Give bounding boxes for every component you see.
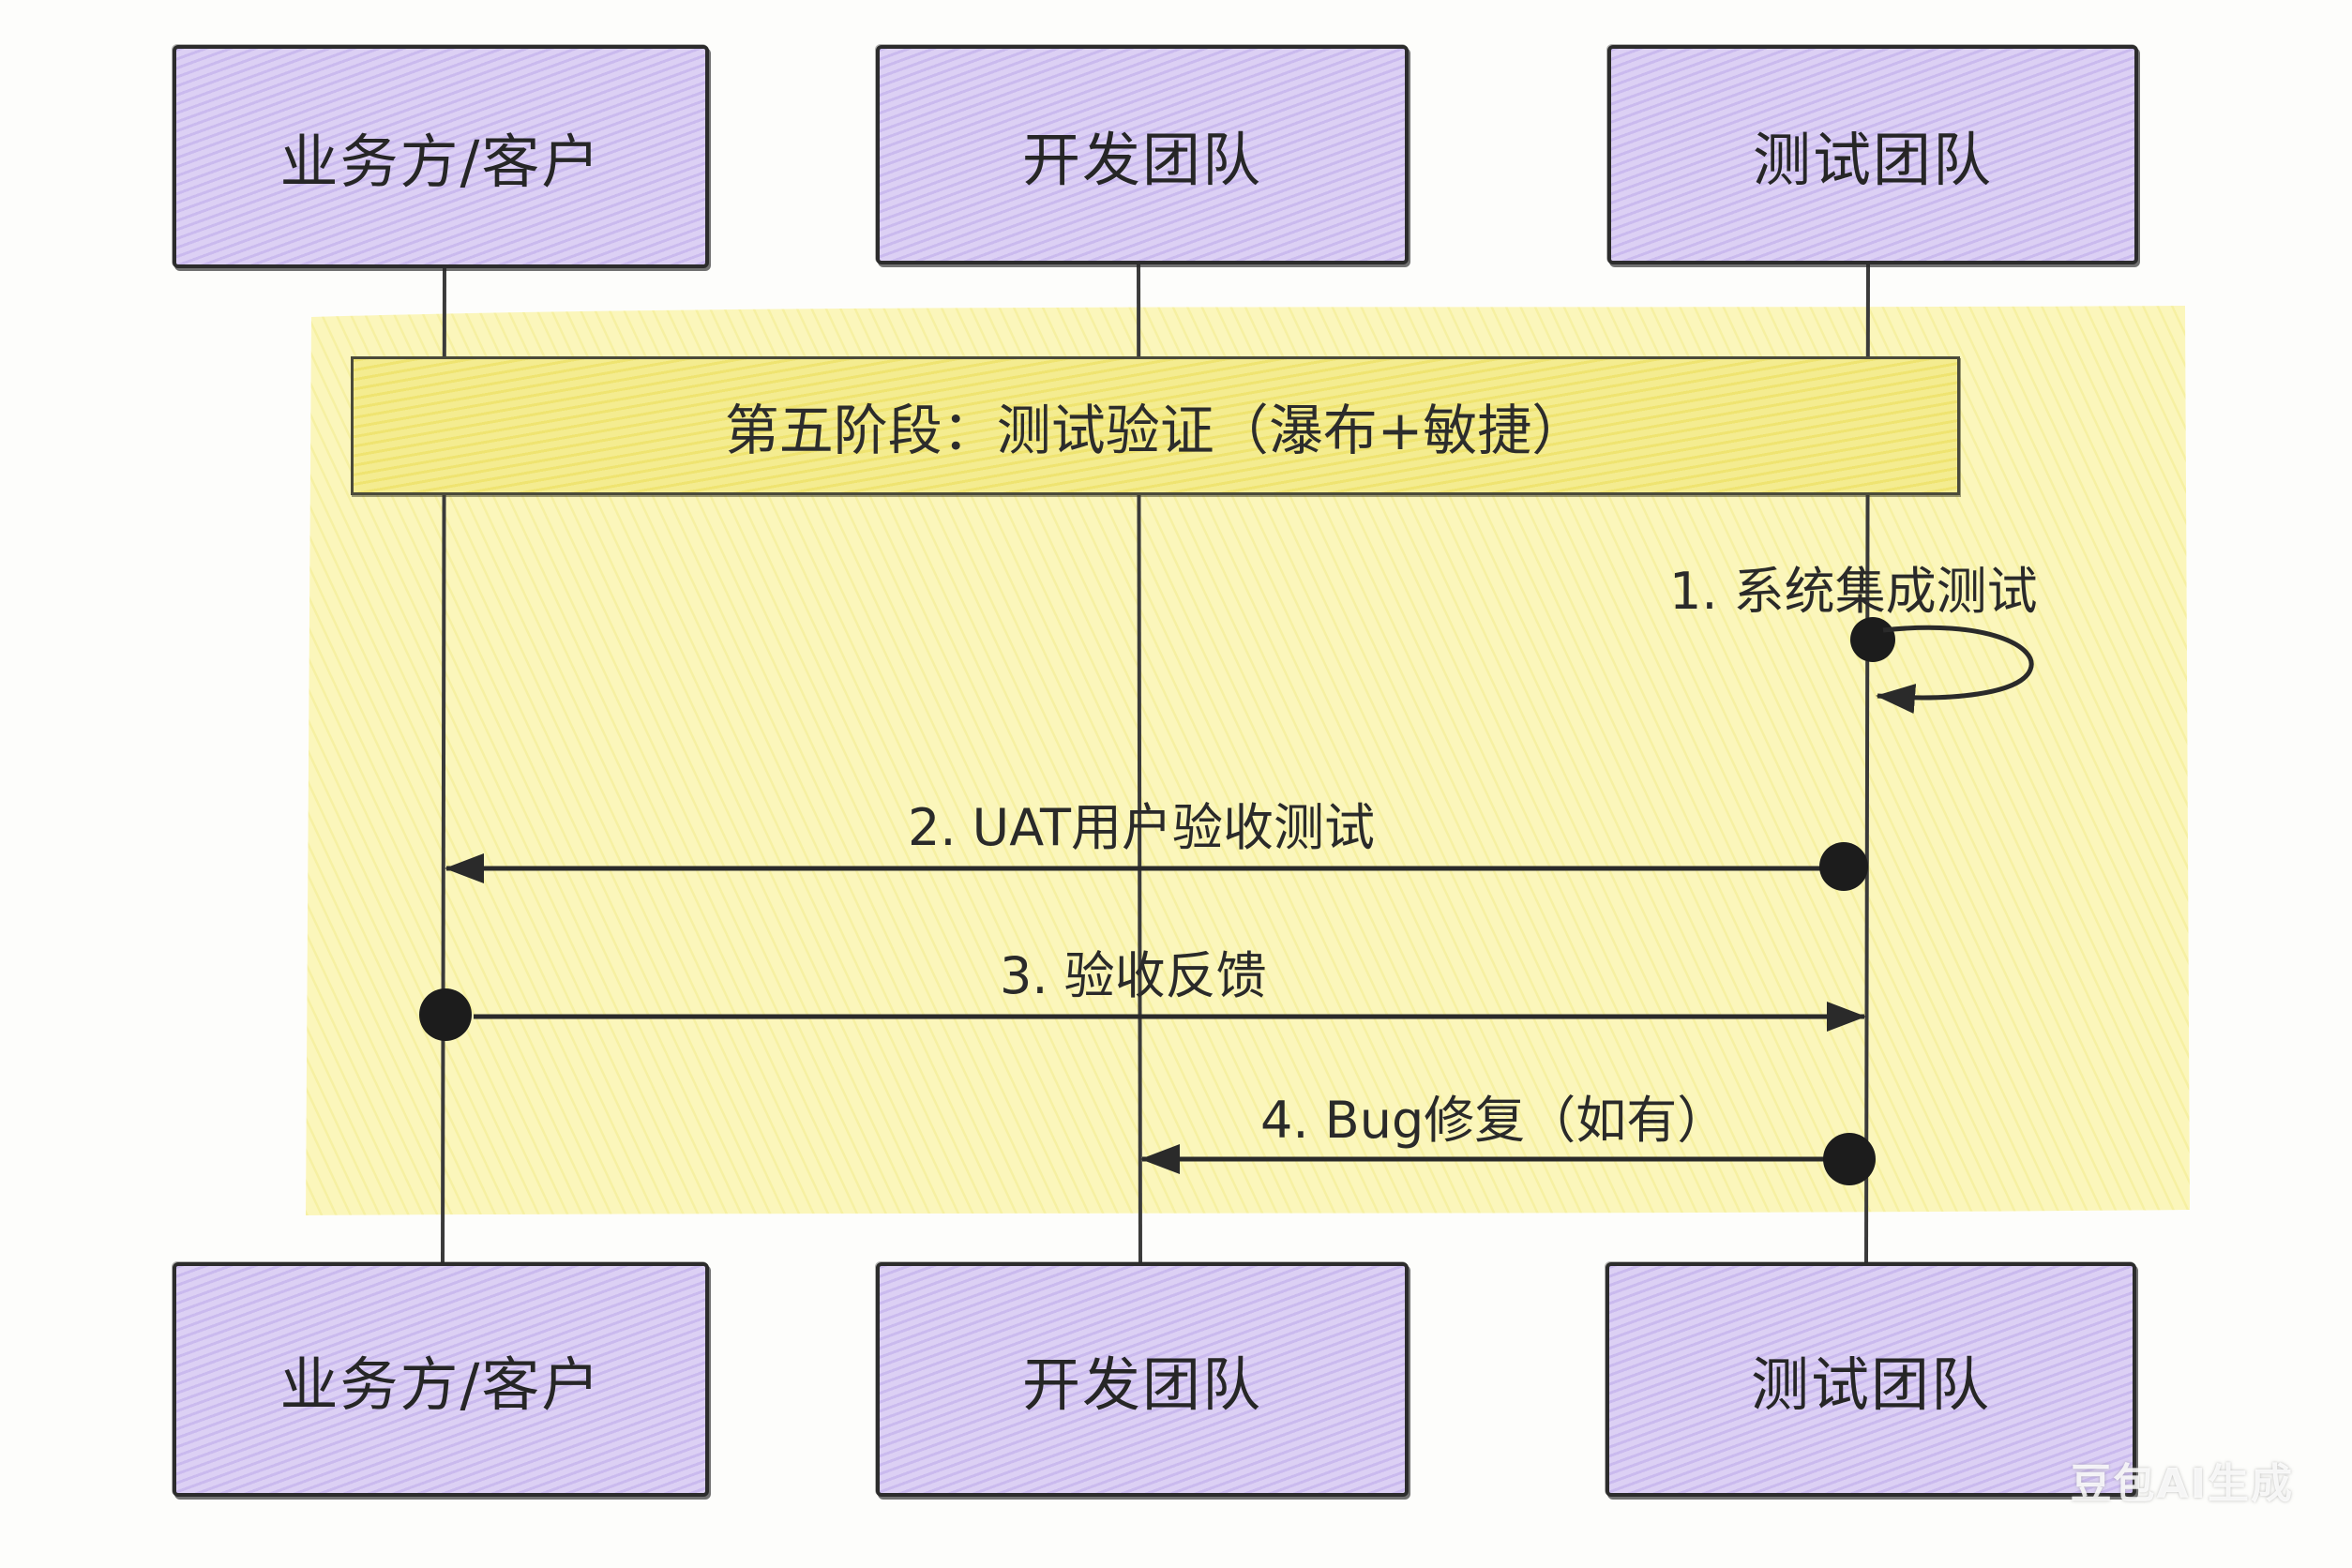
message-3-arrow — [419, 988, 1866, 1041]
message-2-arrow — [445, 842, 1868, 891]
message-2-start-dot — [1819, 842, 1868, 891]
message-1-label: 1. 系统集成测试 — [1669, 562, 2038, 621]
actor-label-qa-top: 测试团队 — [1752, 126, 1993, 194]
actor-box-qa-top: 测试团队 — [1607, 45, 2138, 264]
actor-box-dev-bottom: 开发团队 — [876, 1262, 1409, 1497]
message-1-self-arrow — [1850, 617, 2034, 715]
actor-box-business-top: 业务方/客户 — [173, 45, 709, 268]
phase-label: 第五阶段：测试验证（瀑布+敏捷） — [724, 399, 1587, 462]
actor-label-business-top: 业务方/客户 — [279, 128, 602, 196]
watermark: 豆包AI生成 — [2070, 1460, 2294, 1508]
message-1-start-dot — [1850, 617, 1895, 662]
message-4-label: 4. Bug修复（如有） — [1260, 1091, 1728, 1150]
phase-bar: 第五阶段：测试验证（瀑布+敏捷） — [351, 356, 1960, 495]
actor-label-dev-top: 开发团队 — [1021, 126, 1262, 194]
phase-highlight-region — [306, 306, 2190, 1215]
message-3-start-dot — [419, 988, 472, 1041]
message-4-start-dot — [1823, 1133, 1876, 1185]
actor-label-qa-bottom: 测试团队 — [1750, 1350, 1991, 1419]
message-2-label: 2. UAT用户验收测试 — [908, 798, 1375, 857]
actor-label-dev-bottom: 开发团队 — [1021, 1350, 1262, 1419]
message-4-arrow — [1140, 1133, 1876, 1185]
actor-box-qa-bottom: 测试团队 — [1606, 1262, 2136, 1497]
actor-label-business-bottom: 业务方/客户 — [279, 1350, 602, 1419]
actor-box-dev-top: 开发团队 — [876, 45, 1409, 264]
message-3-label: 3. 验收反馈 — [1000, 946, 1267, 1005]
actor-box-business-bottom: 业务方/客户 — [173, 1262, 709, 1497]
message-1-loop — [1876, 625, 2034, 715]
